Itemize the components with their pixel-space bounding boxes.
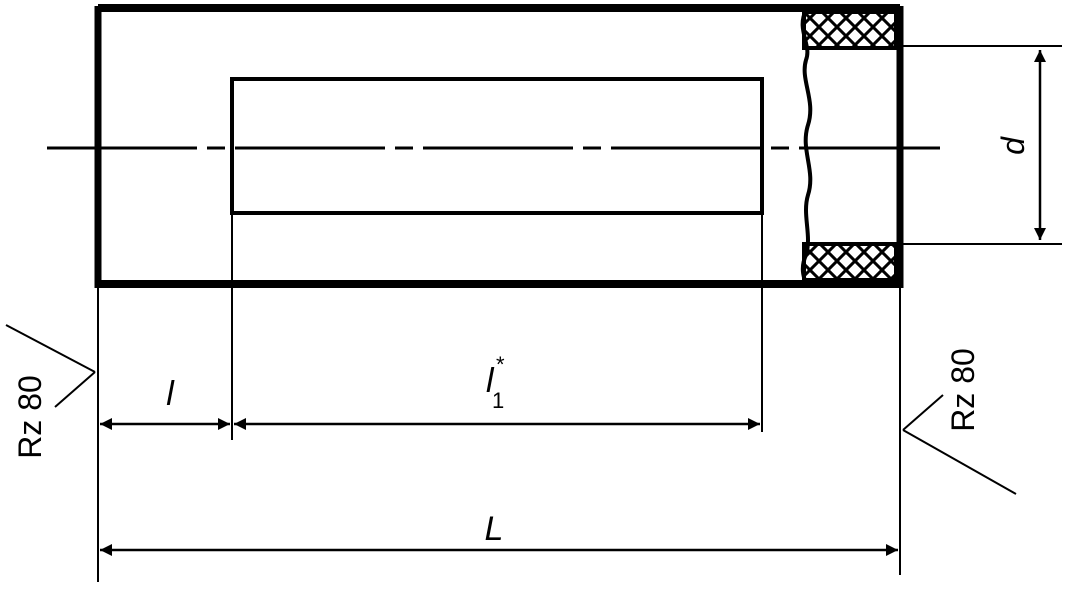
inner-length-label: l 1 * xyxy=(486,352,505,413)
overall-length-label: L xyxy=(485,510,504,548)
roughness-symbol-left-icon xyxy=(5,324,96,408)
roughness-label-left: Rz 80 xyxy=(12,375,48,459)
break-line-icon xyxy=(800,9,813,285)
inner-length-subscript: 1 xyxy=(492,388,504,413)
section-hatch-icon xyxy=(802,10,898,282)
inner-length-mark: * xyxy=(496,352,505,377)
roughness-label-right: Rz 80 xyxy=(945,348,981,432)
end-length-label: l xyxy=(166,375,175,413)
roughness-symbol-right-icon xyxy=(902,394,1017,495)
diameter-label: d xyxy=(995,136,1031,155)
inner-length-base: l xyxy=(486,362,495,400)
bore-lines xyxy=(804,46,900,246)
diameter-extension-lines xyxy=(900,45,1062,245)
inner-insert xyxy=(230,77,764,215)
length-extension-lines xyxy=(97,213,901,582)
